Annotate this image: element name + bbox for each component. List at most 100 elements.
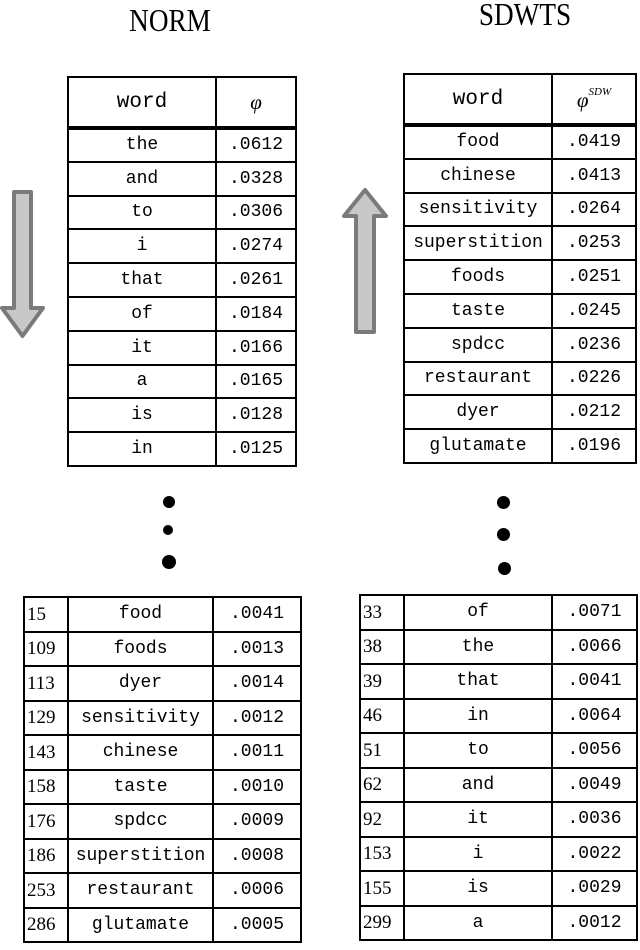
table-row: the.0612 <box>67 127 297 163</box>
phi-value-cell: .0010 <box>212 768 302 805</box>
phi-value-cell: .0008 <box>212 837 302 874</box>
rank-cell: 143 <box>23 734 69 771</box>
word-cell: glutamate <box>403 428 553 464</box>
word-cell: superstition <box>403 225 553 262</box>
up-arrow-icon <box>342 188 388 334</box>
rank-cell: 51 <box>359 732 405 769</box>
table-row: foods.0251 <box>403 259 637 295</box>
word-cell: i <box>403 835 553 872</box>
table-row: food.0419 <box>403 124 637 160</box>
table-row: spdcc.0236 <box>403 326 637 363</box>
phi-value-cell: .0184 <box>215 295 297 332</box>
rank-cell: 113 <box>23 665 69 702</box>
rank-cell: 299 <box>359 904 405 941</box>
rank-cell: 253 <box>23 872 69 909</box>
phi-value-cell: .0011 <box>212 734 302 771</box>
norm-title: NORM <box>129 2 211 38</box>
table-row: dyer.0212 <box>403 394 637 431</box>
word-cell: chinese <box>67 734 214 771</box>
phi-value-cell: .0036 <box>551 801 638 838</box>
table-row: restaurant.0226 <box>403 360 637 397</box>
table-row: is.0128 <box>67 397 297 434</box>
phi-value-cell: .0125 <box>215 431 297 467</box>
phi-value-cell: .0012 <box>212 699 302 736</box>
table-row: to.0306 <box>67 194 297 231</box>
word-cell: superstition <box>67 837 214 874</box>
word-cell: spdcc <box>403 326 553 363</box>
table-row: sensitivity.0264 <box>403 191 637 228</box>
rank-cell: 286 <box>23 906 69 943</box>
phi-value-cell: .0196 <box>551 428 637 464</box>
phi-value-cell: .0226 <box>551 360 637 397</box>
ellipsis-dot <box>498 562 511 575</box>
phi-value-cell: .0413 <box>551 157 637 194</box>
word-cell: i <box>67 228 217 265</box>
phi-value-cell: .0612 <box>215 127 297 163</box>
phi-value-cell: .0253 <box>551 225 637 262</box>
word-cell: the <box>67 127 217 163</box>
sdwts-title: SDWTS <box>478 0 572 32</box>
word-cell: to <box>67 194 217 231</box>
rank-cell: 39 <box>359 663 405 700</box>
phi-value-cell: .0251 <box>551 259 637 295</box>
word-cell: that <box>67 262 217 298</box>
phi-value-cell: .0419 <box>551 124 637 160</box>
phi-value-cell: .0071 <box>551 594 638 631</box>
phi-value-cell: .0049 <box>551 766 638 803</box>
word-cell: restaurant <box>67 872 214 909</box>
word-cell: of <box>403 594 553 631</box>
word-cell: spdcc <box>67 803 214 840</box>
ellipsis-dot <box>163 496 175 508</box>
rank-cell: 38 <box>359 628 405 665</box>
phi-value-cell: .0064 <box>551 697 638 734</box>
word-cell: it <box>403 801 553 838</box>
phi-value-cell: .0264 <box>551 191 637 228</box>
phi-value-cell: .0041 <box>212 596 302 633</box>
word-cell: to <box>403 732 553 769</box>
table-row: chinese.0413 <box>403 157 637 194</box>
word-cell: restaurant <box>403 360 553 397</box>
table-row: taste.0245 <box>403 292 637 329</box>
phi-value-cell: .0041 <box>551 663 638 700</box>
word-cell: taste <box>403 292 553 329</box>
table-row: i.0274 <box>67 228 297 265</box>
phi-value-cell: .0165 <box>215 363 297 400</box>
word-cell: chinese <box>403 157 553 194</box>
word-header: word <box>403 73 553 126</box>
word-cell: dyer <box>67 665 214 702</box>
table-row: superstition.0253 <box>403 225 637 262</box>
word-cell: dyer <box>403 394 553 431</box>
phi-sdw-header: φSDW <box>551 73 637 126</box>
rank-cell: 46 <box>359 697 405 734</box>
ellipsis-dot <box>497 528 510 541</box>
word-cell: the <box>403 628 553 665</box>
word-cell: sensitivity <box>403 191 553 228</box>
table-row: a.0165 <box>67 363 297 400</box>
phi-value-cell: .0166 <box>215 329 297 366</box>
word-cell: foods <box>403 259 553 295</box>
phi-value-cell: .0022 <box>551 835 638 872</box>
word-cell: taste <box>67 768 214 805</box>
phi-value-cell: .0128 <box>215 397 297 434</box>
phi-value-cell: .0014 <box>212 665 302 702</box>
word-cell: is <box>67 397 217 434</box>
phi-value-cell: .0306 <box>215 194 297 231</box>
word-cell: a <box>403 904 553 941</box>
ellipsis-dot <box>162 555 176 569</box>
rank-cell: 92 <box>359 801 405 838</box>
rank-cell: 129 <box>23 699 69 736</box>
word-cell: a <box>67 363 217 400</box>
